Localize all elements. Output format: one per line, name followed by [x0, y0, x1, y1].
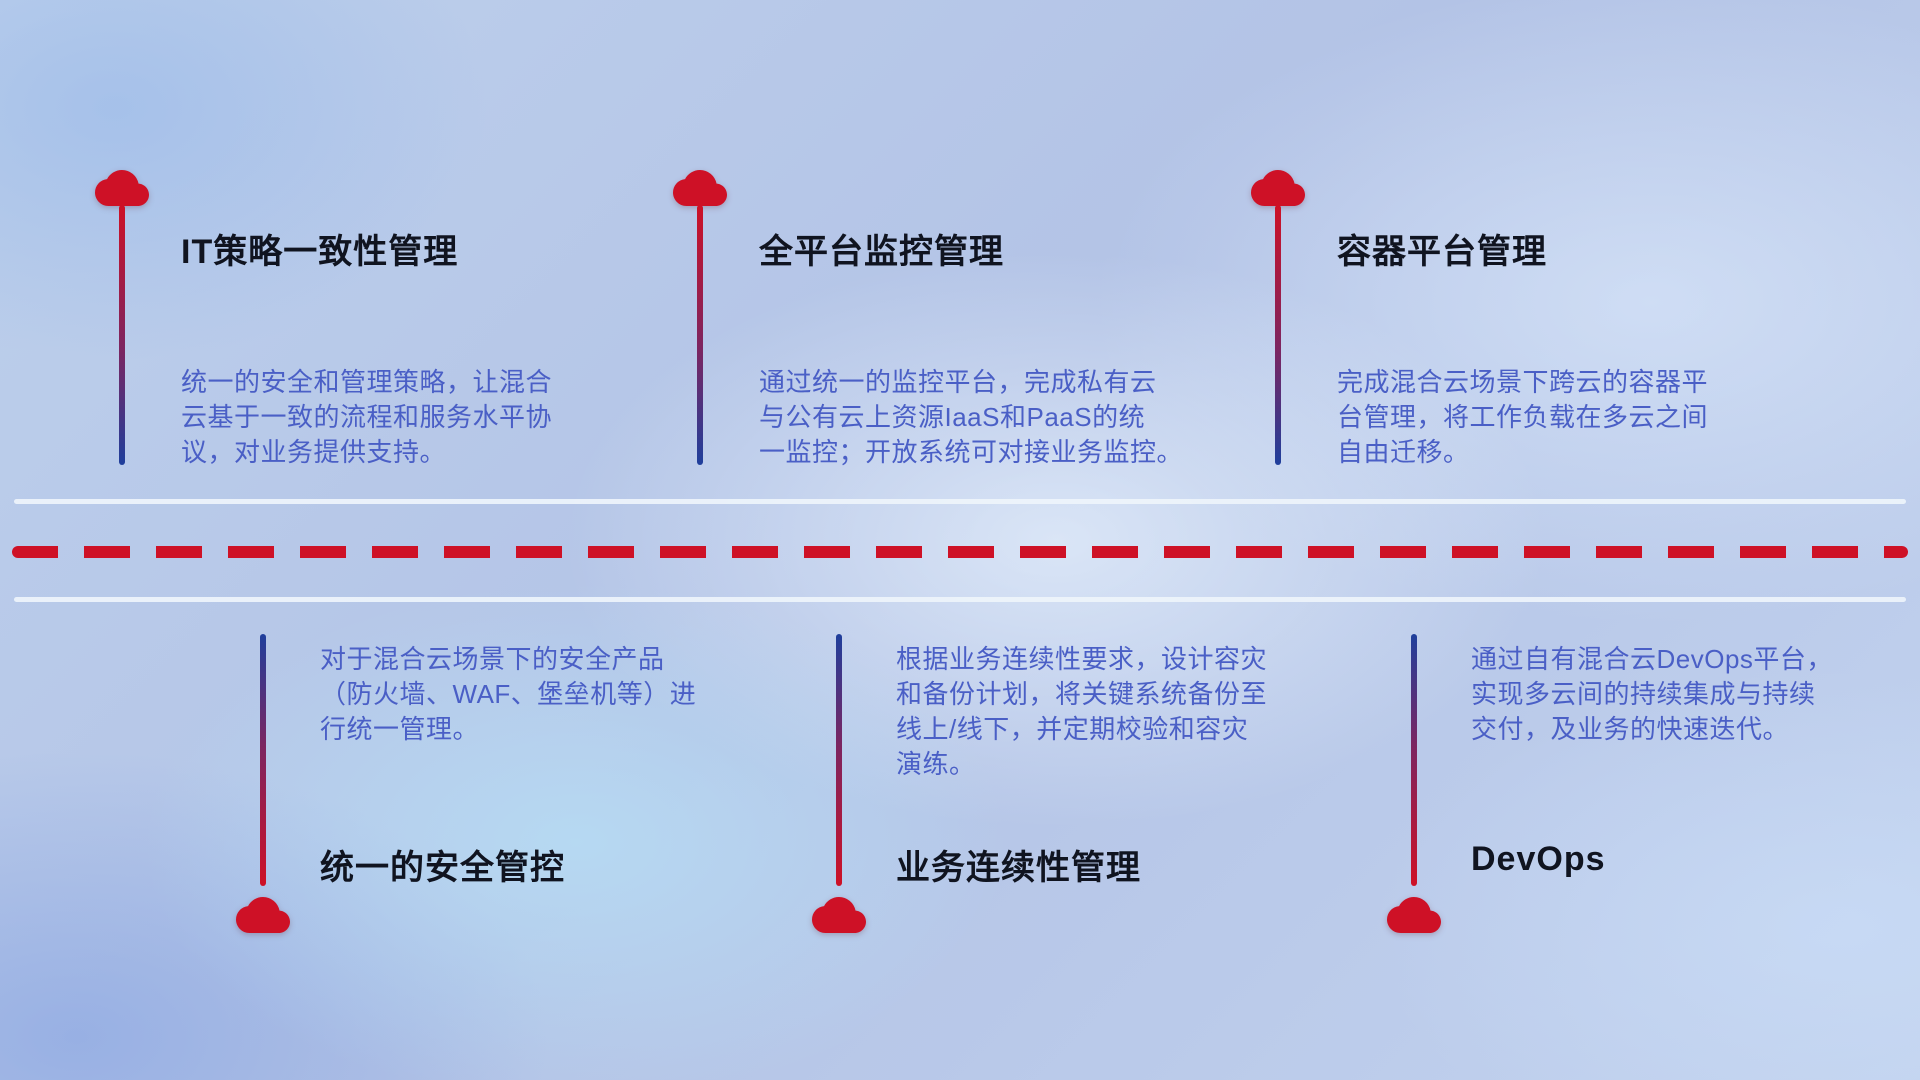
cloud-icon: [812, 896, 866, 934]
divider-line-top: [14, 499, 1906, 504]
item-description: 根据业务连续性要求，设计容灾 和备份计划，将关键系统备份至 线上/线下，并定期校…: [896, 644, 1268, 779]
item-title: 业务连续性管理: [896, 849, 1141, 887]
item-title: DevOps: [1471, 840, 1606, 878]
cloud-icon: [1251, 169, 1305, 207]
cloud-icon: [1387, 896, 1441, 934]
timeline-connector: [260, 634, 266, 886]
timeline-connector: [1275, 205, 1281, 465]
timeline-connector: [836, 634, 842, 886]
item-title: 全平台监控管理: [759, 233, 1004, 271]
item-description: 通过统一的监控平台，完成私有云 与公有云上资源IaaS和PaaS的统 一监控；开…: [759, 367, 1184, 467]
timeline-connector: [697, 205, 703, 465]
timeline-connector: [1411, 634, 1417, 886]
timeline-connector: [119, 205, 125, 465]
cloud-icon: [236, 896, 290, 934]
item-description: 通过自有混合云DevOps平台， 实现多云间的持续集成与持续 交付，及业务的快速…: [1471, 644, 1833, 744]
item-description: 统一的安全和管理策略，让混合 云基于一致的流程和服务水平协 议，对业务提供支持。: [181, 367, 553, 467]
dashed-timeline: [12, 546, 1908, 558]
item-description: 对于混合云场景下的安全产品 （防火墙、WAF、堡垒机等）进 行统一管理。: [320, 644, 697, 744]
cloud-icon: [95, 169, 149, 207]
item-title: 容器平台管理: [1337, 233, 1547, 271]
item-title: 统一的安全管控: [320, 849, 565, 887]
cloud-icon: [673, 169, 727, 207]
divider-line-bottom: [14, 597, 1906, 602]
item-title: IT策略一致性管理: [181, 233, 459, 271]
item-description: 完成混合云场景下跨云的容器平 台管理，将工作负载在多云之间 自由迁移。: [1337, 367, 1709, 467]
